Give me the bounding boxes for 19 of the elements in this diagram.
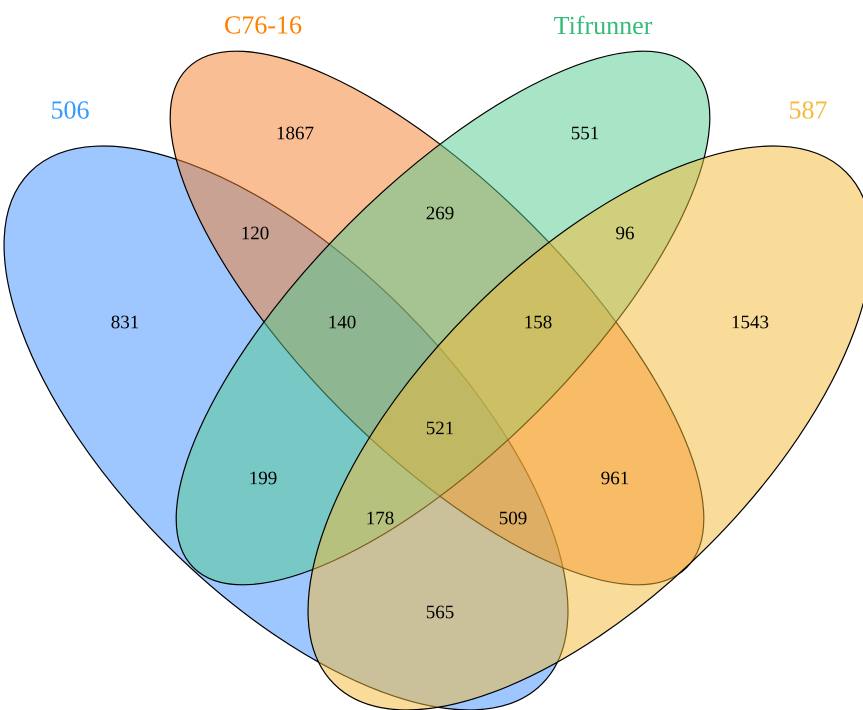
region-count: 269 <box>426 206 454 220</box>
region-count: 199 <box>250 472 276 484</box>
set-label: Tifrunner <box>554 16 652 34</box>
region-count: 509 <box>500 512 526 524</box>
region-count: 1867 <box>278 126 314 140</box>
region-count: 140 <box>329 316 356 328</box>
region-count: 96 <box>616 226 634 240</box>
region-count: 831 <box>111 316 138 328</box>
set-label: 506 <box>52 101 89 119</box>
region-count: 1543 <box>732 316 768 328</box>
set-label: 587 <box>790 101 827 119</box>
region-count: 565 <box>426 606 454 618</box>
region-count: 178 <box>367 512 394 524</box>
region-count: 158 <box>525 316 552 328</box>
region-count: 120 <box>242 226 269 240</box>
region-count: 961 <box>601 472 628 484</box>
set-label: C76-16 <box>225 16 302 34</box>
region-count: 521 <box>426 422 454 434</box>
region-count: 551 <box>572 126 598 140</box>
